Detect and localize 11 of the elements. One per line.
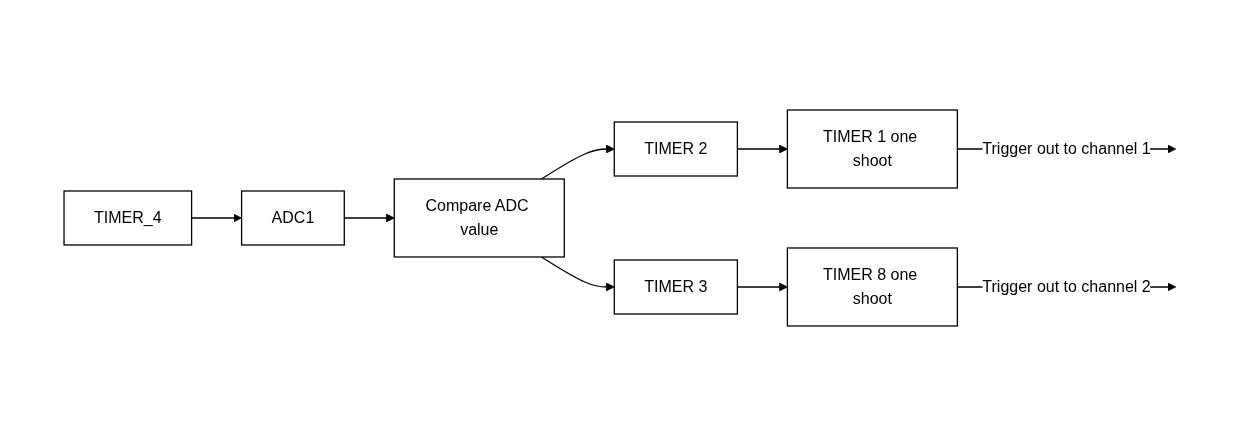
edge-label: Trigger out to channel 1 — [982, 139, 1151, 157]
node-box: TIMER 2 — [613, 120, 739, 177]
arrow — [540, 255, 615, 291]
arrow — [540, 144, 615, 180]
node-box: TIMER 8 one shoot — [786, 246, 959, 327]
node-box: TIMER 1 one shoot — [786, 108, 959, 189]
edge-label: Trigger out to channel 2 — [982, 277, 1151, 295]
node-box: TIMER_4 — [63, 189, 193, 246]
node-box: TIMER 3 — [613, 258, 739, 315]
node-box: ADC1 — [241, 189, 346, 246]
node-box: Compare ADC value — [393, 177, 565, 258]
